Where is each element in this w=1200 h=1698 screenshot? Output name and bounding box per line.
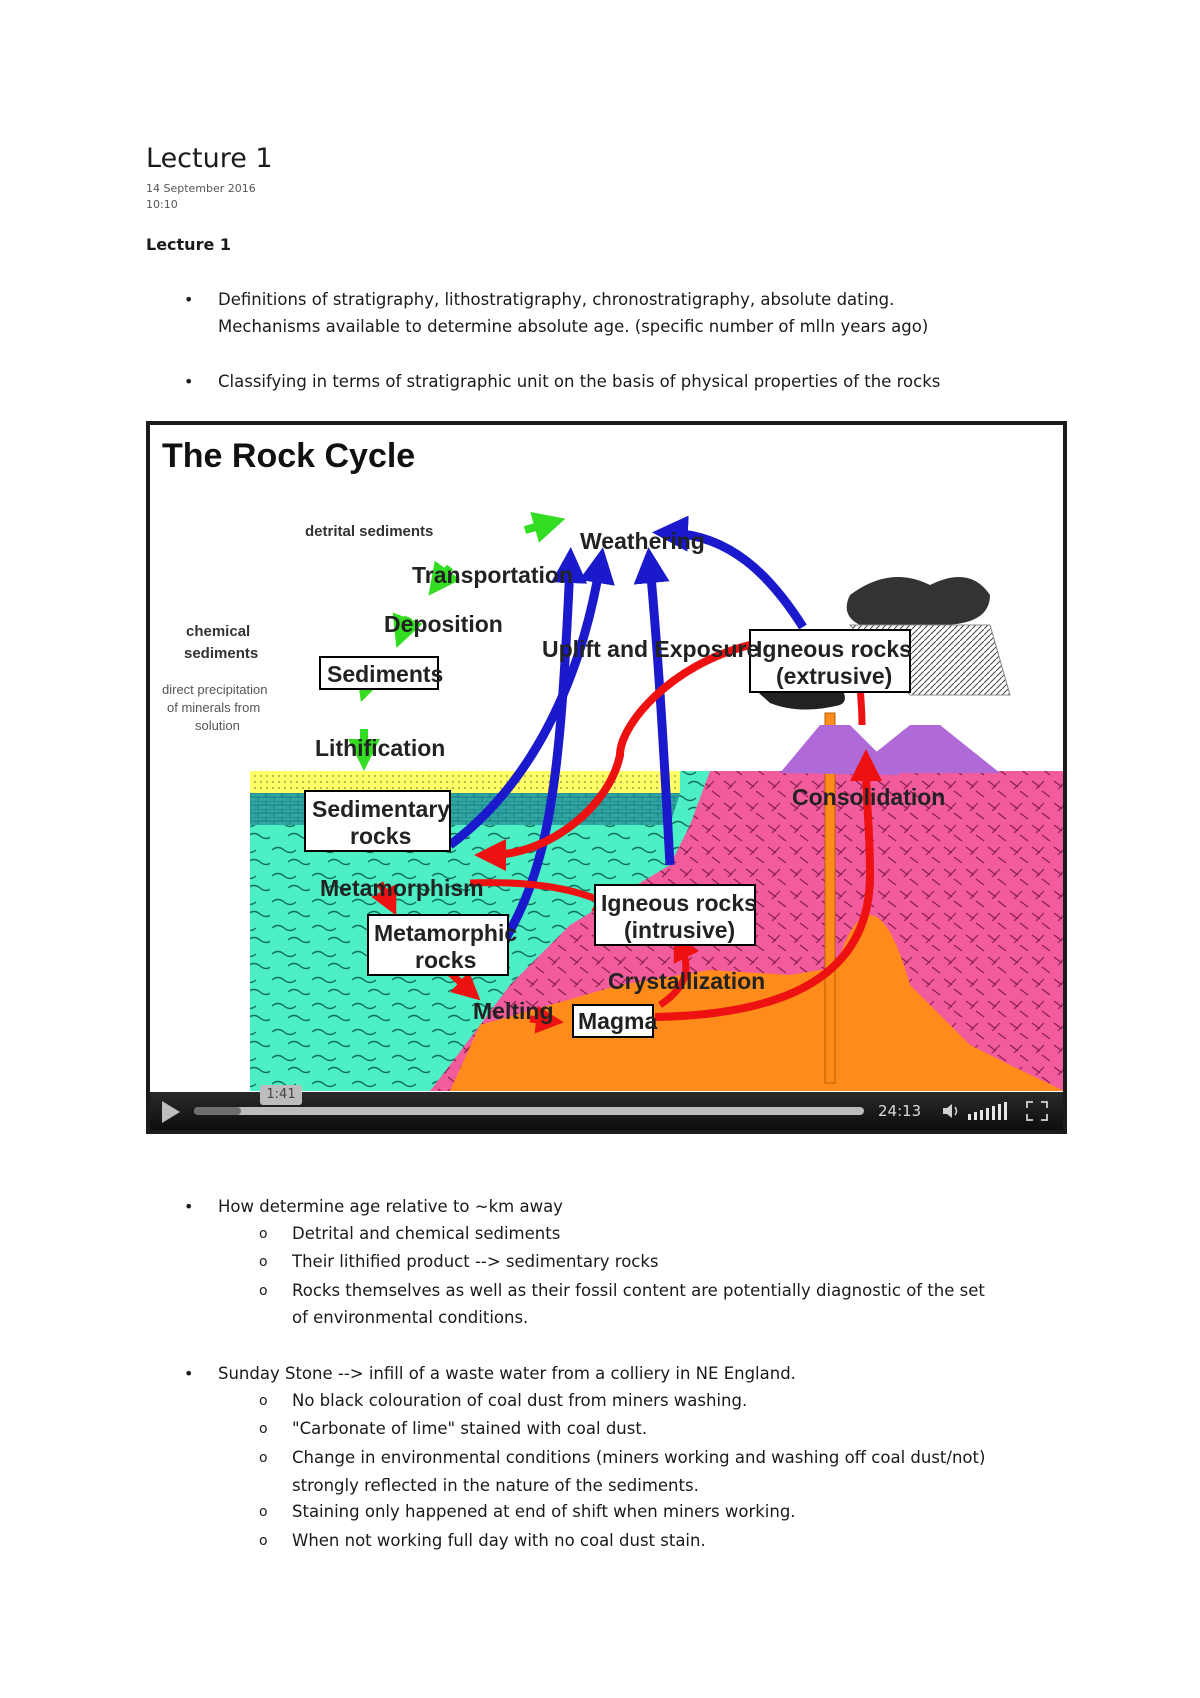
- magma-box: [572, 1004, 654, 1038]
- label-weathering: Weathering: [580, 528, 705, 554]
- figure-title: The Rock Cycle: [162, 437, 415, 475]
- volume-icon[interactable]: [942, 1103, 962, 1119]
- section-heading: Lecture 1: [146, 235, 232, 254]
- sub-bullet-text: Staining only happened at end of shift w…: [292, 1502, 796, 1521]
- sub-bullet-marker: o: [259, 1421, 268, 1437]
- sub-bullet-text: of environmental conditions.: [292, 1308, 529, 1327]
- sub-bullet-marker: o: [259, 1504, 268, 1520]
- label-igneous-int-1: Igneous rocks: [601, 890, 757, 916]
- blue-arrow-igneous-to-weathering: [652, 515, 807, 630]
- label-uplift: Uplift and Exposure: [542, 636, 759, 662]
- sub-bullet-text: Detrital and chemical sediments: [292, 1224, 561, 1243]
- blue-arrow-uplift-3: [633, 547, 675, 866]
- red-arrow-crystallization: [657, 932, 699, 1008]
- label-melting: Melting: [473, 998, 554, 1024]
- rock-cycle-diagram: The Rock Cycle detrital sediments chemic…: [162, 437, 1063, 1091]
- sediments-box: [319, 656, 439, 690]
- label-igneous-int-2: (intrusive): [624, 917, 735, 943]
- label-metamorphic-2: rocks: [415, 947, 476, 973]
- label-precip-2: of minerals from: [167, 700, 260, 715]
- label-sediments: Sediments: [327, 661, 443, 687]
- sub-bullet-marker: o: [259, 1226, 268, 1242]
- sub-bullet-text: "Carbonate of lime" stained with coal du…: [292, 1419, 648, 1438]
- play-icon[interactable]: [162, 1101, 180, 1123]
- blue-arrow-uplift-1: [498, 547, 588, 948]
- label-deposition: Deposition: [384, 611, 503, 637]
- video-player-controls: 1:41 24:13: [150, 1085, 1063, 1130]
- bullet-marker: •: [184, 290, 194, 309]
- label-metamorphism: Metamorphism: [320, 875, 484, 901]
- current-time-tooltip: 1:41: [260, 1085, 302, 1105]
- label-transportation: Transportation: [412, 562, 573, 588]
- bullet-text: Sunday Stone --> infill of a waste water…: [218, 1364, 796, 1383]
- sub-bullet-marker: o: [259, 1283, 268, 1299]
- bullet-marker: •: [184, 1364, 194, 1383]
- sub-bullet-text: Their lithified product --> sedimentary …: [292, 1252, 659, 1271]
- video-frame: The Rock Cycle detrital sediments chemic…: [150, 425, 1063, 1130]
- sub-bullet-text: No black colouration of coal dust from m…: [292, 1391, 748, 1410]
- label-igneous-ext-2: (extrusive): [776, 663, 892, 689]
- sub-bullet-text: strongly reflected in the nature of the …: [292, 1476, 699, 1495]
- label-precip-3: solution: [195, 718, 240, 733]
- video-duration: 24:13: [878, 1102, 922, 1120]
- label-chemical-1: chemical: [186, 623, 250, 640]
- bullet-text: How determine age relative to ~km away: [218, 1197, 563, 1216]
- label-crystallization: Crystallization: [608, 968, 765, 994]
- bullet-marker: •: [184, 372, 194, 391]
- green-arrow-deposition-to-sediments: [392, 612, 423, 648]
- igneous-extrusive-box: [749, 629, 911, 693]
- red-arrow-igneous-to-metamorphism: [474, 641, 751, 871]
- label-detrital: detrital sediments: [305, 523, 433, 540]
- sediment-layer: [250, 771, 680, 793]
- label-magma: Magma: [578, 1008, 657, 1034]
- page-title: Lecture 1: [146, 143, 273, 174]
- sub-bullet-text: Rocks themselves as well as their fossil…: [292, 1281, 985, 1300]
- label-consolidation: Consolidation: [792, 784, 945, 810]
- sub-bullet-text: Change in environmental conditions (mine…: [292, 1448, 986, 1467]
- volume-level-icon[interactable]: [968, 1102, 1014, 1120]
- volcano-right: [850, 725, 1000, 773]
- sub-bullet-marker: o: [259, 1533, 268, 1549]
- label-sedimentary-1: Sedimentary: [312, 796, 450, 822]
- label-lithification: Lithification: [315, 735, 445, 761]
- red-arrow-melting-to-magma: [529, 1005, 564, 1034]
- sub-bullet-marker: o: [259, 1254, 268, 1270]
- green-arrow-transport-to-deposition: [428, 560, 461, 596]
- green-arrow-transport-to-weather: [523, 511, 566, 543]
- bullet-text: Classifying in terms of stratigraphic un…: [218, 372, 941, 391]
- magma-conduit: [830, 915, 930, 1091]
- rock-cycle-figure: The Rock Cycle detrital sediments chemic…: [146, 421, 1067, 1134]
- seek-bar[interactable]: 1:41: [194, 1085, 864, 1115]
- bullet-text: Definitions of stratigraphy, lithostrati…: [218, 290, 895, 309]
- sedimentary-box: [304, 790, 451, 852]
- sub-bullet-marker: o: [259, 1450, 268, 1466]
- label-chemical-2: sediments: [184, 645, 258, 662]
- label-sedimentary-2: rocks: [350, 823, 411, 849]
- metamorphic-box: [367, 914, 509, 976]
- storm-cloud: [846, 577, 990, 625]
- red-arrow-metamorphism-to-metamorphic: [371, 881, 397, 916]
- sub-bullet-text: When not working full day with no coal d…: [292, 1531, 706, 1550]
- sub-bullet-marker: o: [259, 1393, 268, 1409]
- blue-arrow-uplift-2: [447, 547, 615, 849]
- red-arrow-magma-to-consolidation: [654, 749, 883, 1021]
- note-time: 10:10: [146, 198, 178, 211]
- bullet-marker: •: [184, 1197, 194, 1216]
- bullet-text: Mechanisms available to determine absolu…: [218, 317, 929, 336]
- label-precip-1: direct precipitation: [162, 682, 268, 697]
- note-date: 14 September 2016: [146, 182, 256, 195]
- volcano-vent: [824, 712, 836, 1084]
- fullscreen-icon[interactable]: [1026, 1101, 1048, 1121]
- igneous-intrusive-box: [594, 884, 756, 946]
- label-igneous-ext-1: Igneous rocks: [756, 636, 912, 662]
- label-metamorphic-1: Metamorphic: [374, 920, 517, 946]
- seek-progress: [194, 1107, 241, 1115]
